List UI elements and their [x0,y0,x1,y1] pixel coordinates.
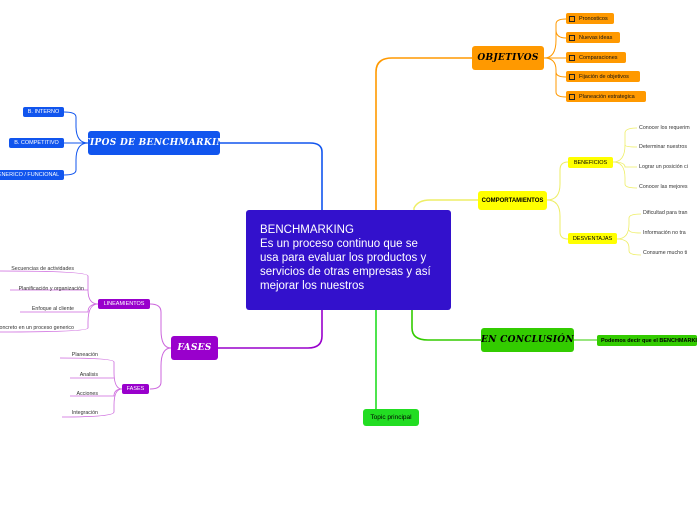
objetivo-item[interactable]: Comparaciones [566,52,626,63]
checkbox-icon[interactable] [569,93,575,100]
lineamiento-item[interactable]: Enfoque al cliente [31,306,74,312]
objetivo-label: Pronosticos [579,15,608,22]
objetivo-item[interactable]: Fijación de objetivos [566,71,640,82]
central-title: BENCHMARKING [260,224,354,236]
beneficio-item[interactable]: Conocer las mejores [639,184,688,190]
checkbox-icon[interactable] [569,15,575,22]
fase-item[interactable]: Integración [71,410,98,416]
objetivo-label: Nuevas ideas [579,34,613,41]
objetivo-label: Comparaciones [579,54,618,61]
fase-item[interactable]: Acciones [76,391,99,397]
tipo-item[interactable]: B. INTERNO [23,107,64,117]
fase-item[interactable]: Planeación [71,352,98,358]
beneficios-node[interactable]: BENEFICIOS [568,157,613,168]
checkbox-icon[interactable] [569,73,575,80]
central-body: Es un proceso continuo que se usa para e… [260,238,431,292]
conclusion-node[interactable]: EN CONCLUSIÓN [481,328,574,352]
fase-item[interactable]: Analisis [79,372,98,378]
fases-sub-node[interactable]: FASES [122,384,149,394]
objetivo-item[interactable]: Nuevas ideas [566,32,620,43]
desventaja-item[interactable]: Información no tra [643,230,686,236]
lineamiento-item[interactable]: Planificación y organización [18,286,84,292]
central-topic[interactable]: BENCHMARKING Es un proceso continuo que … [246,210,451,310]
objetivo-label: Planeación estrategica [579,93,635,100]
beneficio-item[interactable]: Conocer los requerim [639,125,690,131]
desventajas-node[interactable]: DESVENTAJAS [568,233,617,244]
objetivo-item[interactable]: Pronosticos [566,13,614,24]
objetivos-node[interactable]: OBJETIVOS [472,46,544,70]
topic-principal-node[interactable]: Topic principal [363,409,419,426]
tipo-item[interactable]: B. GENERICO / FUNCIONAL [0,170,64,180]
lineamiento-item[interactable]: Secuencias de actividades [11,266,74,272]
tipo-item[interactable]: B. COMPETITIVO [9,138,64,148]
beneficio-item[interactable]: Lograr un posición ci [639,164,688,170]
lineamiento-item[interactable]: Enfoque concreto en un proceso generico [0,325,74,331]
objetivo-label: Fijación de objetivos [579,73,629,80]
comportamientos-node[interactable]: COMPORTAMIENTOS [478,191,547,210]
checkbox-icon[interactable] [569,34,575,41]
objetivo-item[interactable]: Planeación estrategica [566,91,646,102]
desventaja-item[interactable]: Consume mucho ti [643,250,688,256]
lineamientos-node[interactable]: LINEAMIENTOS [98,299,150,309]
fases-node[interactable]: FASES [171,336,218,360]
desventaja-item[interactable]: Dificultad para tran [643,210,688,216]
conclusion-text[interactable]: Podemos decir que el BENCHMARKING [597,335,697,346]
checkbox-icon[interactable] [569,54,575,61]
tipos-node[interactable]: TIPOS DE BENCHMARKIN [88,131,220,155]
beneficio-item[interactable]: Determinar nuestros [639,144,687,150]
